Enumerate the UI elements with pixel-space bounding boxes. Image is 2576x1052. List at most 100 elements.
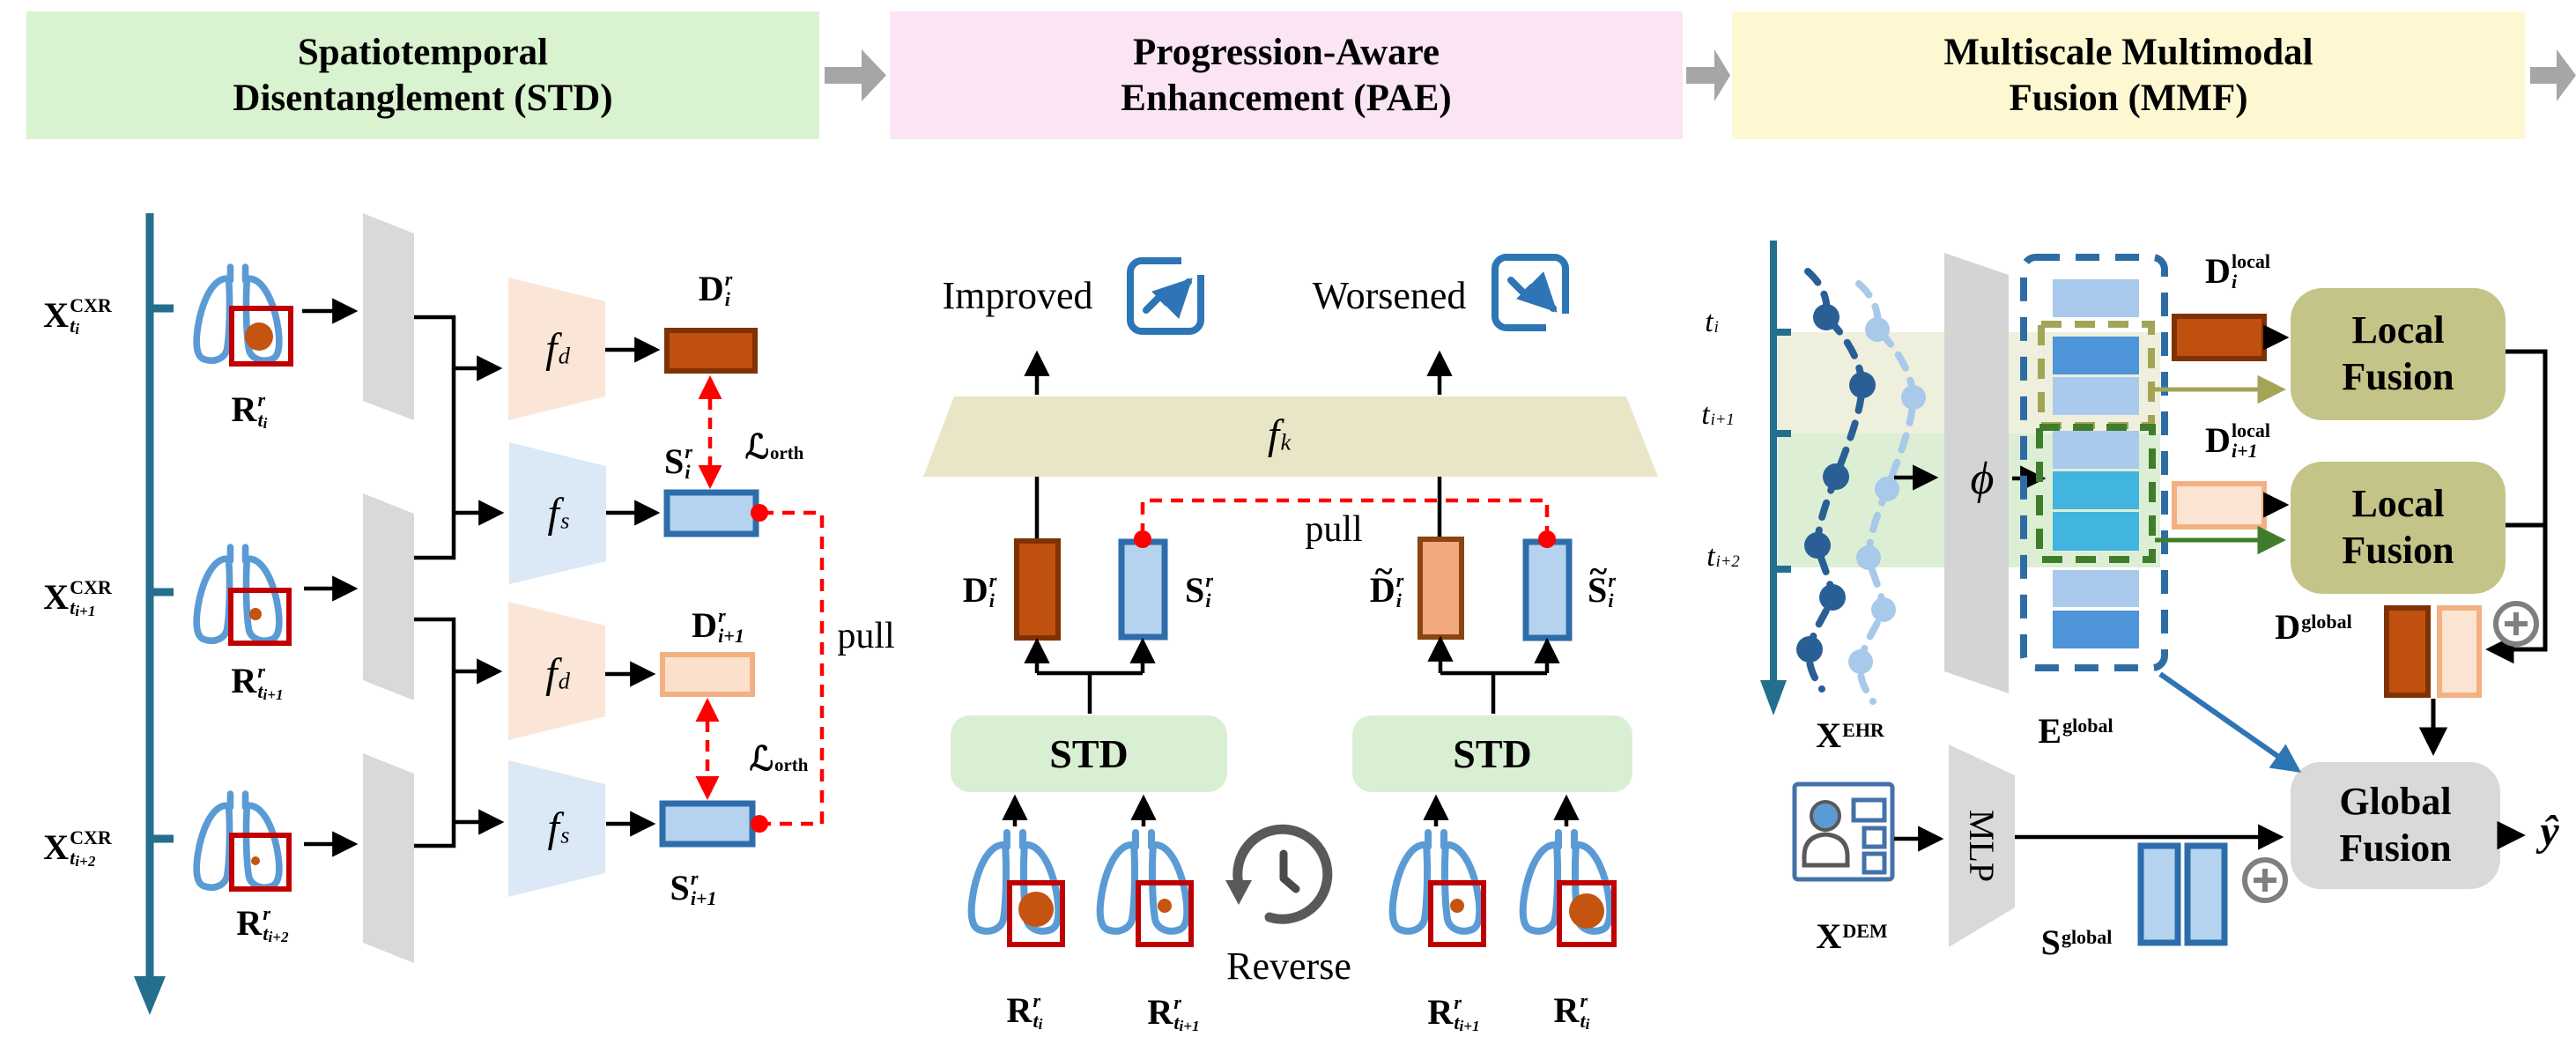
std-input-arrows xyxy=(302,298,359,857)
scale-window-green-box xyxy=(2036,424,2156,563)
ehr-curve-light xyxy=(1848,280,1926,705)
ehr-curve-dark xyxy=(1796,268,1876,693)
e-global-dashed-box xyxy=(2020,254,2168,671)
header-pae: Progression-Aware Enhancement (PAE) xyxy=(890,11,1683,139)
d-global-light-box xyxy=(2437,605,2482,698)
eglobal-to-gf-arrow xyxy=(2158,671,2302,773)
s-global-box-1 xyxy=(2137,842,2181,946)
mlp-encoder xyxy=(1949,745,2015,947)
global-fusion-label: Global Fusion xyxy=(2339,780,2452,870)
phi-label: ϕ xyxy=(1970,454,1995,504)
orth-loss-arrows xyxy=(695,374,722,801)
std-timeline-arrowhead xyxy=(134,976,166,1015)
header-pae-label: Progression-Aware Enhancement (PAE) xyxy=(1121,31,1452,119)
std-output-arrows xyxy=(605,337,661,837)
local-fusion-box-2 xyxy=(2291,462,2506,594)
std-timeline xyxy=(145,213,174,976)
pae-panel xyxy=(923,250,1658,947)
pae-lung-icon-4 xyxy=(1523,833,1617,947)
std-panel xyxy=(134,213,825,1015)
pull-label-std: pull xyxy=(837,616,895,656)
std-module-label-1: STD xyxy=(1049,731,1129,776)
fk-classifier-plane xyxy=(923,396,1658,477)
pae-s-tilde-box xyxy=(1522,538,1573,641)
std-pair-connectors xyxy=(414,315,505,848)
header-mmf: Multiscale Multimodal Fusion (MMF) xyxy=(1732,11,2525,139)
local-fusion-box-1 xyxy=(2291,288,2506,420)
local-fusion-arrows xyxy=(2155,324,2290,555)
d-local-i-box xyxy=(2172,314,2267,361)
s-i1-box xyxy=(659,800,756,848)
pae-d-i-box xyxy=(1014,538,1061,641)
s-i-box xyxy=(663,489,759,537)
flow-arrow-icon-1 xyxy=(825,49,886,101)
encoder-plane-3 xyxy=(363,753,414,963)
mmf-panel xyxy=(1760,241,2548,947)
concat-plus-icon-1 xyxy=(2493,601,2539,647)
scale-window-olive-box xyxy=(2038,321,2155,429)
pull-label-pae: pull xyxy=(1305,509,1363,550)
mmf-timeline xyxy=(1770,241,1791,680)
pae-lung-icon-1 xyxy=(972,833,1065,947)
fk-connectors xyxy=(1024,350,1453,539)
mlp-label: MLP xyxy=(1962,809,2002,883)
header-std-label: Spatiotemporal Disentanglement (STD) xyxy=(233,31,613,119)
fs-encoder-2 xyxy=(508,760,605,897)
local-fusion-label-1: Local Fusion xyxy=(2342,308,2454,398)
pae-d-tilde-box xyxy=(1418,537,1464,640)
std-pull-connection xyxy=(751,504,825,833)
fs-encoder-1 xyxy=(509,442,606,584)
flow-arrow-icon-2 xyxy=(1686,49,1730,101)
pae-lung-icon-2 xyxy=(1100,833,1194,947)
trend-up-icon xyxy=(1127,250,1213,335)
fd-encoder-2 xyxy=(508,602,605,740)
global-fusion-box xyxy=(2291,762,2500,889)
y-hat-label: ŷ xyxy=(2540,808,2559,855)
local-fusion-label-2: Local Fusion xyxy=(2342,482,2454,572)
trend-down-icon xyxy=(1492,254,1578,338)
mmf-timeline-arrowhead xyxy=(1760,680,1787,715)
pae-merge-brackets xyxy=(1024,635,1560,714)
cxr-lung-icon-2 xyxy=(196,547,292,646)
std-module-label-2: STD xyxy=(1453,731,1532,776)
cxr-lung-icon-3 xyxy=(196,794,292,892)
d-i-box xyxy=(664,328,758,374)
fd-encoder-1 xyxy=(508,278,605,420)
encoder-plane-2 xyxy=(363,493,414,700)
reverse-label: Reverse xyxy=(1226,945,1351,988)
pae-lung-arrows xyxy=(1002,794,1580,826)
std-module-box-1 xyxy=(951,715,1227,792)
d-local-i1-box xyxy=(2172,481,2267,530)
lf-output-lines xyxy=(2485,349,2548,664)
d-global-dark-box xyxy=(2384,605,2431,698)
